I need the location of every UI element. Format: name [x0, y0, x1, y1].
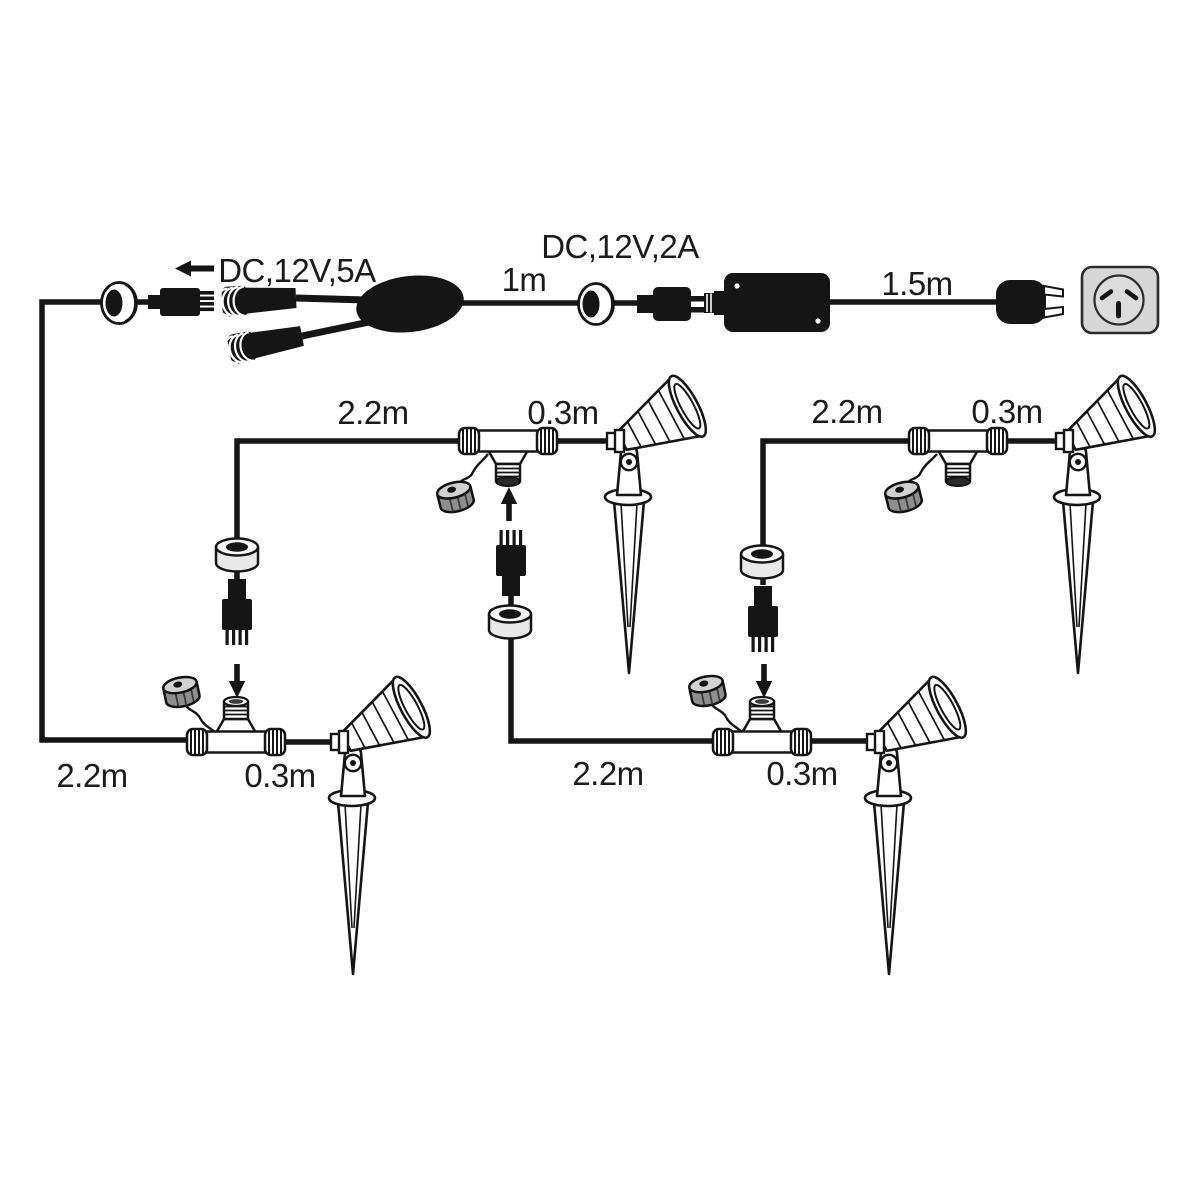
cap-tether: [455, 453, 489, 487]
run-length-label: 2.2m: [56, 757, 127, 794]
circuit-top-right: 2.2m 0.3m: [739, 370, 1163, 698]
power-chain: DC,12V,5A 1m DC,12V,2A 1.5m: [100, 228, 1160, 367]
power-adapter-icon: [704, 273, 830, 332]
run-length-label: 2.2m: [572, 755, 643, 792]
y-splitter-icon: [215, 275, 464, 367]
sealing-ring-icon: [577, 282, 615, 326]
mains-plug-icon: [996, 280, 1064, 324]
sealing-ring-icon: [214, 537, 260, 573]
cap-tether: [181, 699, 218, 735]
cap-tether: [707, 698, 744, 734]
spur-length-label: 0.3m: [971, 393, 1042, 430]
run-cable-top-left: [234, 438, 462, 582]
circuit-top-left: 2.2m 0.3m: [337, 370, 714, 675]
sealing-ring-icon: [487, 604, 533, 640]
spur-length-label: 0.3m: [527, 394, 598, 431]
dc-plug-icon: [637, 287, 706, 321]
adapter-spec-label: DC,12V,2A: [541, 228, 699, 265]
spur-length-label: 0.3m: [244, 757, 315, 794]
dc-spec-label: DC,12V,5A: [218, 252, 376, 289]
left-arrow-icon: [175, 260, 214, 277]
run-length-label: 2.2m: [811, 393, 882, 430]
sealing-ring-icon: [739, 544, 785, 580]
spur-length-label: 0.3m: [766, 755, 837, 792]
circuit-bottom-left: 2.2m 0.3m: [56, 537, 438, 976]
circuit-bottom-middle: 2.2m 0.3m: [487, 530, 974, 976]
cable-1m-label: 1m: [502, 261, 547, 298]
run-length-label: 2.2m: [337, 394, 408, 431]
cap-tether: [903, 453, 938, 487]
main-run-cable: [39, 299, 190, 743]
power-outlet-icon: [1080, 265, 1160, 335]
cable-1-5m-label: 1.5m: [881, 265, 952, 302]
sealing-ring-icon: [100, 281, 138, 325]
pin-connector-icon: [148, 288, 214, 316]
run-cable-top-right: [760, 438, 912, 585]
